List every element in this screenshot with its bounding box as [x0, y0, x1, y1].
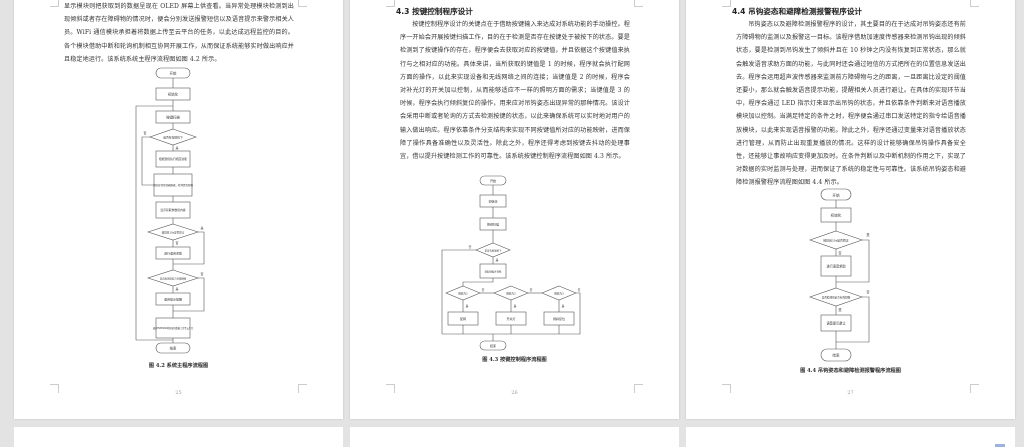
svg-text:是: 是 — [175, 145, 178, 150]
svg-text:进行语音求助: 进行语音求助 — [826, 264, 845, 269]
svg-text:否: 否 — [578, 288, 581, 292]
margin-corner-mark — [50, 384, 59, 393]
svg-text:是: 是 — [496, 258, 499, 262]
svg-text:语音提示避让: 语音提示避让 — [826, 321, 846, 326]
svg-text:开始: 开始 — [490, 178, 496, 183]
margin-corner-mark — [722, 0, 731, 7]
svg-text:按键扫描: 按键扫描 — [487, 222, 499, 227]
flowchart-figure-4-2: 开始 初始化 按键扫描 是否有按键按下 根据键值执行相应功能 读取各项传感器数据… — [135, 67, 205, 354]
margin-corner-mark — [298, 0, 307, 7]
margin-corner-mark — [50, 0, 59, 7]
page-number: 27 — [847, 390, 854, 396]
svg-text:否: 否 — [143, 131, 146, 135]
svg-text:按键扫描: 按键扫描 — [166, 115, 180, 120]
margin-corner-mark — [634, 0, 643, 7]
svg-text:通过ESP8266将获取的数据上传至云平台: 通过ESP8266将获取的数据上传至云平台 — [153, 326, 194, 330]
svg-text:初始化: 初始化 — [168, 92, 179, 97]
svg-text:否: 否 — [530, 288, 533, 292]
document-page-27: 4.4 吊钩姿态和避障检测报警程序设计 吊钩姿态以及避障检测报警程序的设计，其主… — [686, 0, 1015, 419]
svg-text:否: 否 — [175, 241, 178, 245]
document-page-25: 显示模块则把获取到的数据呈现在 OLED 屏幕上供查看。当异常处理模块检测到出现… — [14, 0, 343, 419]
svg-text:显示获取参数值内容: 显示获取参数值内容 — [160, 208, 185, 212]
svg-text:是: 是 — [466, 304, 469, 308]
svg-text:是: 是 — [866, 232, 870, 237]
svg-text:键值为1: 键值为1 — [458, 292, 468, 296]
svg-text:初始化: 初始化 — [488, 199, 497, 204]
svg-text:键值为2: 键值为2 — [506, 292, 516, 296]
body-paragraph: 按键控制程序设计的关键点在于借助按键输入来达成对系统功能的手动操控。程序一开始会… — [400, 21, 630, 161]
svg-text:配网: 配网 — [460, 316, 466, 321]
svg-text:否: 否 — [200, 272, 203, 276]
margin-corner-mark — [386, 384, 395, 393]
svg-text:根据键值执行相应功能: 根据键值执行相应功能 — [159, 157, 187, 161]
svg-text:结束: 结束 — [170, 346, 177, 351]
svg-text:是: 是 — [175, 286, 178, 291]
svg-text:倾斜且10s是否矫正: 倾斜且10s是否矫正 — [823, 238, 849, 243]
svg-text:是: 是 — [514, 304, 517, 308]
svg-text:是: 是 — [838, 307, 842, 312]
next-page-top-edge — [350, 427, 679, 447]
margin-corner-mark — [634, 384, 643, 393]
svg-text:是否有按键按下: 是否有按键按下 — [163, 136, 183, 140]
svg-text:进行语音求助: 进行语音求助 — [164, 251, 182, 256]
svg-text:倾斜且10s是否矫正: 倾斜且10s是否矫正 — [162, 231, 185, 235]
svg-text:否: 否 — [866, 290, 870, 294]
figure-caption: 图 4.4 吊钩姿态和避障检测报警程序流程图 — [800, 368, 901, 374]
page-number: 26 — [511, 390, 518, 396]
body-paragraph: 吊钩姿态以及避障检测报警程序的设计，其主要目的在于达成对吊钩姿态还有前方障碍物的… — [736, 21, 966, 187]
body-paragraph: 显示模块则把获取到的数据呈现在 OLED 屏幕上供查看。当异常处理模块检测到出现… — [64, 3, 294, 63]
svg-text:开始: 开始 — [832, 193, 840, 198]
svg-text:结束: 结束 — [490, 343, 496, 348]
margin-corner-mark — [386, 0, 395, 7]
section-heading: 4.4 吊钩姿态和避障检测报警程序设计 — [732, 7, 863, 16]
margin-corner-mark — [298, 384, 307, 393]
section-heading: 4.3 按键控制程序设计 — [396, 7, 473, 16]
svg-text:是否有按键按下: 是否有按键按下 — [485, 249, 502, 253]
figure-caption: 图 4.3 按键控制程序流程图 — [482, 357, 547, 363]
margin-corner-mark — [970, 0, 979, 7]
document-page-26: 4.3 按键控制程序设计 按键控制程序设计的关键点在于借助按键输入来达成对系统功… — [350, 0, 679, 419]
flowchart-figure-4-4: 开始 初始化 倾斜且10s是否矫正 进行语音求助 是否检测到前方有障碍物 语音提… — [809, 188, 870, 362]
figure-caption: 图 4.2 系统主程序流程图 — [148, 363, 209, 369]
svg-text:键值为3: 键值为3 — [554, 292, 564, 296]
next-page-top-edge — [14, 427, 343, 447]
svg-text:语音提示提醒: 语音提示提醒 — [164, 297, 182, 302]
next-page-top-edge — [686, 427, 1015, 447]
page-number: 25 — [175, 390, 182, 396]
svg-text:是: 是 — [562, 304, 565, 308]
svg-text:是: 是 — [200, 225, 203, 230]
svg-text:否: 否 — [482, 288, 485, 292]
svg-text:读取各项传感器数据，检测是否倾斜: 读取各项传感器数据，检测是否倾斜 — [153, 183, 194, 187]
svg-text:结束: 结束 — [832, 353, 840, 358]
svg-text:初始化: 初始化 — [831, 213, 842, 218]
margin-corner-mark — [970, 384, 979, 393]
svg-text:否: 否 — [469, 245, 472, 249]
margin-corner-mark — [722, 384, 731, 393]
svg-text:获取键值并判断: 获取键值并判断 — [485, 270, 502, 274]
svg-text:否: 否 — [838, 251, 842, 255]
svg-text:倾斜复位: 倾斜复位 — [553, 316, 565, 321]
flowchart-figure-4-3: 开始 初始化 按键扫描 是否有按键按下 获取键值并判断 键值为1 键值为2 键值… — [441, 175, 581, 351]
svg-text:开始: 开始 — [170, 71, 177, 76]
svg-text:是否检测到前方有障碍物: 是否检测到前方有障碍物 — [160, 277, 187, 281]
svg-text:开关灯: 开关灯 — [506, 316, 515, 321]
svg-text:是否检测到前方有障碍物: 是否检测到前方有障碍物 — [822, 296, 851, 300]
